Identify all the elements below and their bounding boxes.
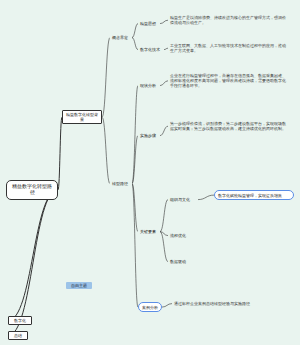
branch-line — [102, 38, 110, 118]
branch-line — [160, 232, 168, 262]
topic-text: 实施步骤 — [140, 133, 159, 138]
topic-text: 组织与文化 — [170, 197, 197, 202]
topic-text: 案例分析 — [142, 305, 158, 310]
floating-topic: 自由主题 — [66, 282, 92, 289]
subtopic: 组织与文化 — [168, 196, 198, 203]
topic-text: 数字化 — [11, 318, 30, 323]
topic-text: 概念界定 — [112, 35, 131, 40]
subtopic: 流程优化 — [168, 232, 194, 239]
callout-topic: 案例分析 — [138, 302, 162, 312]
central-topic: 精益数字化转型路径 — [6, 180, 58, 200]
subtopic: 精益思想 — [138, 20, 160, 27]
topic-text: 数字化赋能精益管理，实现提质增效 — [218, 193, 290, 198]
topic-text: 现状分析 — [140, 83, 159, 88]
topic-text: 企业在推行精益管理过程中，普遍存在信息孤岛、数据采集困难、流程标准化程度不高等问… — [170, 73, 287, 89]
branch-line — [58, 117, 62, 190]
topic-text: 关键要素 — [140, 229, 159, 234]
branch-line — [8, 190, 58, 321]
main-topic: 数字化 — [8, 316, 32, 325]
topic-note: 企业在推行精益管理过程中，普遍存在信息孤岛、数据采集困难、流程标准化程度不高等问… — [168, 72, 288, 90]
branch-line — [160, 20, 168, 23]
topic-text: 精益思想 — [140, 21, 159, 26]
branch-line — [132, 136, 138, 184]
topic-text: 流程优化 — [170, 233, 193, 238]
branch-line — [162, 304, 172, 308]
topic-note: 精益生产是以消除浪费、持续改进为核心的生产管理方式，强调价值流动与拉动生产。 — [168, 14, 288, 26]
topic-text: 精益数字化转型路径 — [10, 184, 54, 196]
branch-line — [102, 117, 110, 183]
topic-text: 精益数字化转型背景 — [65, 112, 100, 122]
subtopic: 实施步骤 — [138, 132, 160, 139]
main-topic: 精益数字化转型背景 — [62, 110, 102, 124]
subtopic: 关键要素 — [138, 228, 160, 235]
subtopic: 概念界定 — [110, 34, 132, 41]
topic-text: 工业互联网、大数据、人工智能等技术在制造过程中的应用，推动生产方式变革。 — [170, 43, 287, 53]
topic-text: 数字化技术 — [140, 47, 163, 52]
topic-text: 通过标杆企业案例总结转型经验与实施路径 — [174, 301, 281, 306]
topic-text: 转型路径 — [112, 181, 131, 186]
callout-topic: 数字化赋能精益管理，实现提质增效 — [214, 190, 294, 200]
topic-text: 精益生产是以消除浪费、持续改进为核心的生产管理方式，强调价值流动与拉动生产。 — [170, 15, 287, 25]
branch-line — [198, 195, 214, 200]
subtopic: 数据驱动 — [168, 258, 194, 265]
branch-line — [132, 184, 138, 308]
branch-line — [8, 190, 58, 336]
topic-text: 自由主题 — [68, 283, 91, 288]
topic-note: 工业互联网、大数据、人工智能等技术在制造过程中的应用，推动生产方式变革。 — [168, 42, 288, 54]
subtopic: 数字化技术 — [138, 46, 164, 53]
subtopic: 现状分析 — [138, 82, 160, 89]
topic-text: 数据驱动 — [170, 259, 193, 264]
topic-text: 第一步梳理价值流，识别浪费；第二步建设数据平台，实现现场数据实时采集；第三步以数… — [170, 121, 287, 131]
topic-text: 总结 — [11, 333, 26, 338]
topic-note: 第一步梳理价值流，识别浪费；第二步建设数据平台，实现现场数据实时采集；第三步以数… — [168, 120, 288, 132]
branch-line — [160, 126, 168, 135]
branch-line — [160, 81, 168, 86]
subtopic: 转型路径 — [110, 180, 132, 187]
topic-note: 通过标杆企业案例总结转型经验与实施路径 — [172, 300, 282, 307]
branch-line — [160, 232, 168, 236]
branch-line — [160, 200, 168, 232]
main-topic: 总结 — [8, 331, 28, 340]
